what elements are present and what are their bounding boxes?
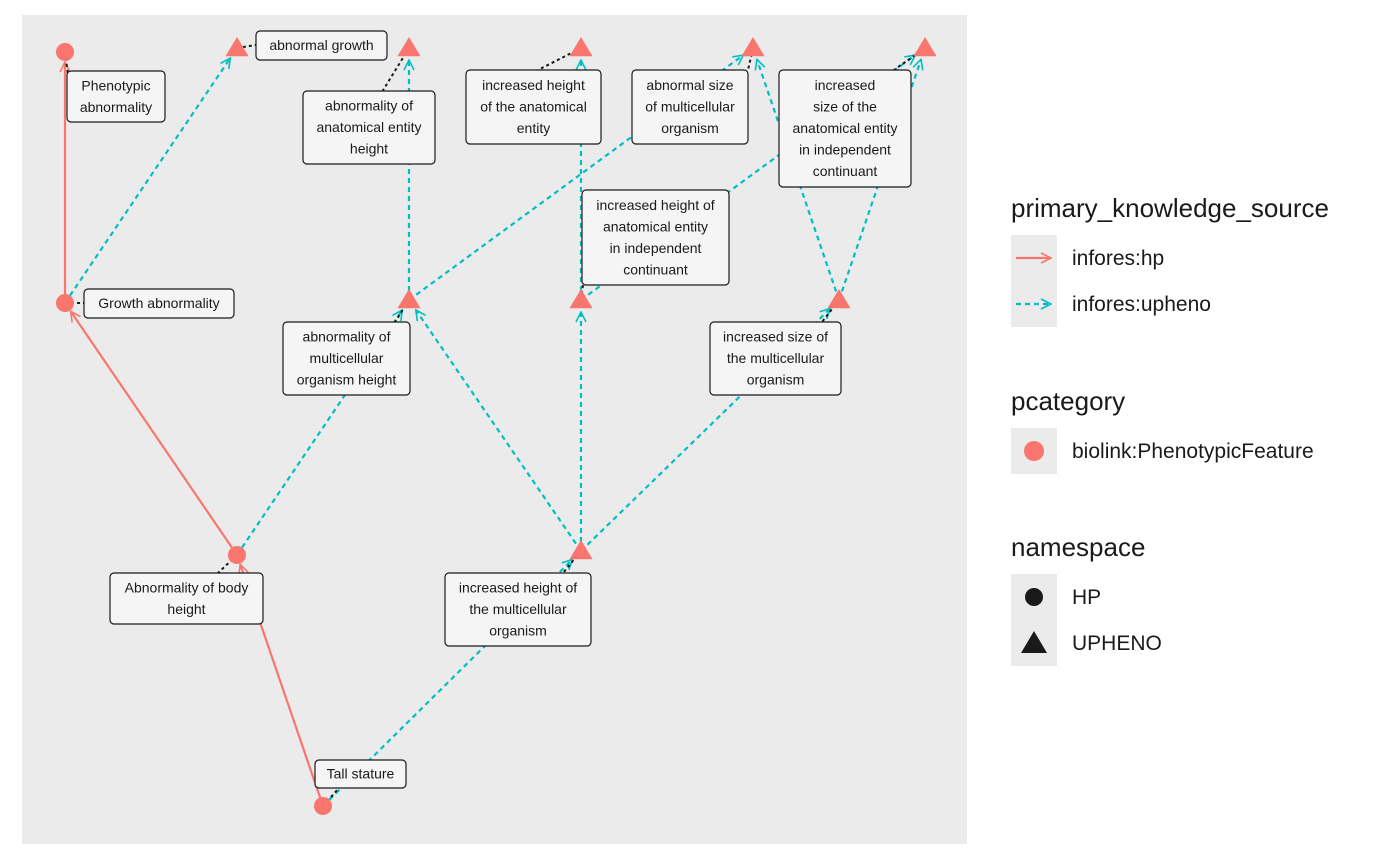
label-line: anatomical entity <box>792 120 897 136</box>
label-leader-tall-stature <box>322 787 340 807</box>
edge-abnormality-of-body-height-to-growth-abnormality <box>71 311 238 556</box>
legend-triangle-shape <box>1021 631 1047 653</box>
node-abnormality-of-anatomical-entity-height <box>397 37 421 57</box>
label-line: in independent <box>610 240 702 256</box>
label-box <box>631 69 749 145</box>
label-box <box>709 321 842 396</box>
label-line: continuant <box>813 163 878 179</box>
node-label-increased-height-of-the-anatomical-entity: increased height of the anatomical entity <box>465 69 602 145</box>
node-label-abnormality-of-anatomical-entity-height: abnormality of anatomical entity height <box>302 90 436 165</box>
label-line: Tall stature <box>327 766 395 782</box>
label-line: increased height <box>482 77 585 93</box>
node-increased-size-of-anatomical-entity-in-independent-continuant <box>913 37 937 57</box>
label-line: size of the <box>813 99 877 115</box>
label-box <box>302 90 436 165</box>
node-increased-size-of-the-multicellular-organism <box>827 289 851 309</box>
node-phenotypic-abnormality <box>56 43 74 61</box>
node-label-phenotypic-abnormality: Phenotypic abnormality <box>66 70 166 123</box>
label-line: abnormality <box>80 99 152 115</box>
label-line: multicellular <box>310 350 384 366</box>
label-line: the multicellular <box>727 350 825 366</box>
node-label-increased-size-of-the-multicellular-organism: increased size of the multicellular organi… <box>709 321 842 396</box>
legend-title: namespace <box>1011 532 1145 562</box>
legend-title: primary_knowledge_source <box>1011 193 1329 223</box>
node-growth-abnormality <box>56 294 74 312</box>
label-box <box>581 189 730 286</box>
legend: primary_knowledge_source infores:hp infore… <box>1011 193 1329 666</box>
legend-item-label: infores:upheno <box>1072 293 1211 316</box>
node-increased-height-of-the-multicellular-organism <box>569 540 593 560</box>
label-line: increased <box>815 77 876 93</box>
label-line: organism height <box>297 372 397 388</box>
label-line: abnormality of <box>325 98 413 114</box>
node-tall-stature <box>314 797 332 815</box>
label-line: organism <box>661 120 719 136</box>
label-line: anatomical entity <box>316 119 421 135</box>
label-line: abnormal size <box>646 77 733 93</box>
label-line: organism <box>489 623 547 639</box>
node-label-abnormality-of-multicellular-organism-height: abnormality of multicellular organism heig… <box>282 321 411 396</box>
node-increased-height-of-the-anatomical-entity <box>569 37 593 57</box>
label-line: entity <box>517 120 550 136</box>
labels-layer: Phenotypic abnormality abnormal growth abno… <box>66 30 912 789</box>
edge-growth-abnormality-to-abnormal-growth <box>64 58 230 304</box>
node-label-growth-abnormality: Growth abnormality <box>83 288 235 319</box>
node-label-tall-stature: Tall stature <box>314 759 407 789</box>
legend-item-label: HP <box>1072 586 1101 609</box>
label-line: in independent <box>799 142 891 158</box>
label-line: increased size of <box>723 329 828 345</box>
label-line: Abnormality of body <box>125 579 249 595</box>
node-label-increased-height-of-anatomical-entity-in-independent-continuant: increased height of anatomical entity in i… <box>581 189 730 286</box>
label-line: height <box>167 601 205 617</box>
label-box <box>444 572 592 647</box>
label-box <box>255 30 388 61</box>
label-line: of the anatomical <box>480 99 587 115</box>
label-leader-phenotypic-abnormality <box>64 51 69 76</box>
node-label-abnormal-size-of-multicellular-organism: abnormal size of multicellular organism <box>631 69 749 145</box>
node-label-increased-size-of-anatomical-entity-in-independent-continuant: increased size of the anatomical entity in … <box>778 69 912 188</box>
node-abnormality-of-multicellular-organism-height <box>397 289 421 309</box>
label-box <box>83 288 235 319</box>
node-increased-height-of-anatomical-entity-in-independent-continuant <box>569 289 593 309</box>
node-abnormality-of-body-height <box>228 546 246 564</box>
label-line: increased height of <box>596 197 714 213</box>
label-line: abnormal growth <box>269 37 373 53</box>
node-abnormal-size-of-multicellular-organism <box>741 37 765 57</box>
node-label-abnormality-of-body-height: Abnormality of body height <box>109 572 264 625</box>
legend-circle-shape <box>1025 588 1043 606</box>
legend-item-label: UPHENO <box>1072 632 1162 655</box>
node-label-increased-height-of-the-multicellular-organism: increased height of the multicellular orga… <box>444 572 592 647</box>
label-box <box>465 69 602 145</box>
label-line: continuant <box>623 261 688 277</box>
label-leader-abnormality-of-body-height <box>217 554 238 574</box>
node-label-abnormal-growth: abnormal growth <box>255 30 388 61</box>
node-abnormal-growth <box>225 37 249 57</box>
label-line: height <box>350 141 388 157</box>
legend-item-label: biolink:PhenotypicFeature <box>1072 440 1314 463</box>
label-box <box>778 69 912 188</box>
label-box <box>109 572 264 625</box>
label-box <box>282 321 411 396</box>
nodes-layer <box>56 37 937 815</box>
label-line: of multicellular <box>645 99 735 115</box>
label-line: Phenotypic <box>81 77 150 93</box>
legend-item-label: infores:hp <box>1072 247 1164 270</box>
label-leader-increased-size-of-the-multicellular-organism <box>821 299 840 323</box>
label-line: organism <box>747 372 805 388</box>
legend-color-swatch <box>1024 441 1044 461</box>
legend-title: pcategory <box>1011 386 1125 416</box>
edge-increased-height-of-the-multicellular-organism-to-abnormality-of-multicellular-organism-height <box>416 310 582 552</box>
label-line: Growth abnormality <box>98 295 219 311</box>
label-leader-increased-height-of-the-multicellular-organism <box>562 550 582 574</box>
label-line: increased height of <box>459 580 577 596</box>
label-box <box>66 70 166 123</box>
label-leader-abnormal-size-of-multicellular-organism <box>747 47 754 71</box>
label-line: the multicellular <box>469 601 567 617</box>
label-leader-abnormality-of-multicellular-organism-height <box>394 299 410 323</box>
label-line: abnormality of <box>303 329 391 345</box>
label-box <box>314 759 407 789</box>
label-line: anatomical entity <box>603 218 708 234</box>
